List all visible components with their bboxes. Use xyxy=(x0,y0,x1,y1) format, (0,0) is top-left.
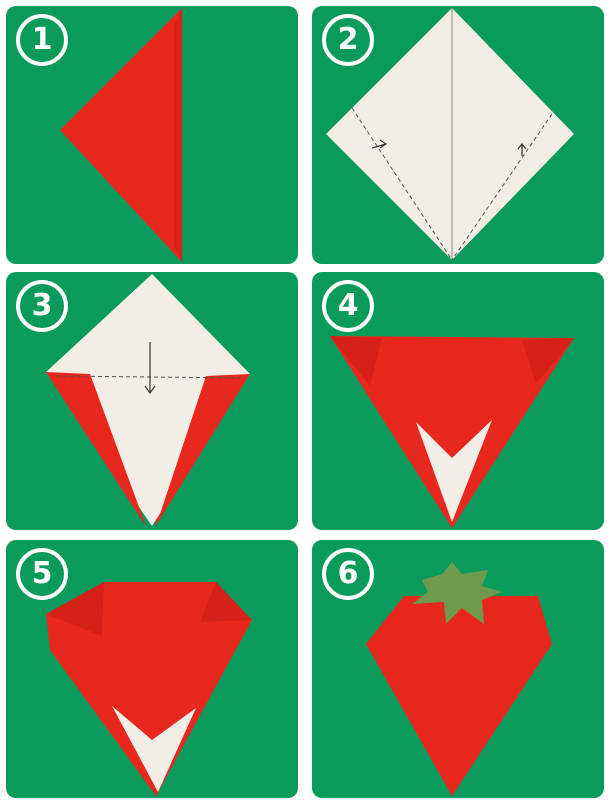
step-number-2: 2 xyxy=(322,14,374,66)
step-number-1: 1 xyxy=(16,14,68,66)
step-6-panel: 6 xyxy=(312,540,604,798)
step-1-panel: 1 xyxy=(6,6,298,264)
red-triangle xyxy=(60,8,182,262)
step-number-6: 6 xyxy=(322,548,374,600)
step-2-panel: 2 xyxy=(312,6,604,264)
step-number-4: 4 xyxy=(322,280,374,332)
step-4-panel: 4 xyxy=(312,272,604,530)
triangle-edge-shade xyxy=(174,8,182,262)
step-3-panel: 3 xyxy=(6,272,298,530)
strawberry-body xyxy=(366,596,552,796)
step-5-panel: 5 xyxy=(6,540,298,798)
step-number-3: 3 xyxy=(16,280,68,332)
step-number-5: 5 xyxy=(16,548,68,600)
